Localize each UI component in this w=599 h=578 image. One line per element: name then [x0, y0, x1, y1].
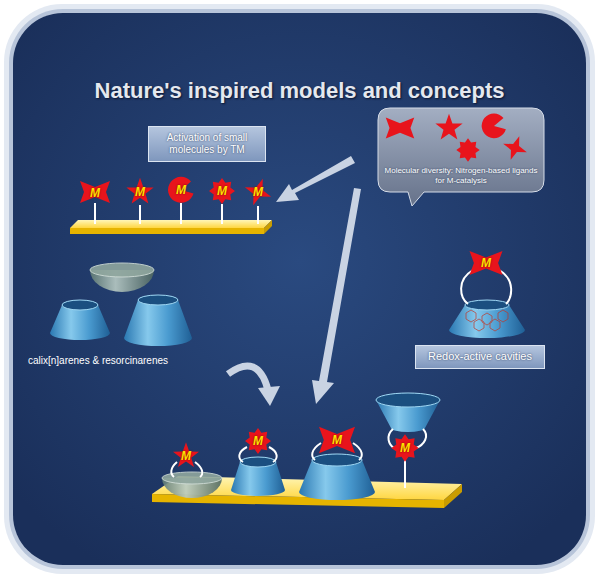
metal-symbol: M — [217, 184, 227, 198]
redox-cavity — [498, 310, 508, 322]
redox-cavity — [449, 300, 525, 338]
metal-symbol: M — [135, 185, 145, 199]
ligand-posts — [180, 203, 182, 224]
inverted-cone-complex — [404, 460, 406, 488]
metal-complexes-top — [126, 178, 153, 204]
cone-complex — [240, 457, 276, 467]
top-platform — [70, 220, 272, 234]
metal-symbol: M — [176, 183, 186, 197]
redox-cavity — [466, 310, 476, 322]
top-platform — [264, 220, 272, 234]
cone-complex — [239, 447, 247, 462]
process-box: Activation of small molecules by TM — [148, 126, 266, 162]
callout-outline — [378, 108, 544, 206]
cone-complex — [299, 427, 375, 500]
redox-cavity — [449, 251, 525, 338]
calixarene-cone — [124, 295, 192, 346]
bowl-complex — [195, 462, 202, 477]
cone-complex — [231, 457, 285, 496]
redox-cavity — [465, 300, 509, 310]
arrows — [228, 156, 361, 406]
metal-complexes-top — [240, 174, 276, 210]
bowl-complex — [173, 442, 199, 467]
top-platform — [70, 220, 272, 228]
calixarene-cone — [124, 295, 192, 346]
metal-symbol: M — [481, 256, 491, 270]
redox-cavity — [461, 270, 473, 304]
metal-symbol: M — [181, 449, 191, 463]
metal-complexes-top — [209, 178, 235, 204]
redox-cavity — [474, 319, 484, 331]
redox-cavity — [499, 270, 511, 304]
resorcinarene-bowl — [90, 263, 154, 277]
ligand-posts — [257, 206, 259, 224]
inverted-cone-complex — [376, 393, 440, 407]
ligand-posts — [221, 204, 223, 224]
inverted-cone-complex — [376, 393, 440, 432]
arrows — [276, 156, 355, 202]
cone-complex — [299, 454, 375, 500]
callout-outline — [378, 108, 544, 206]
node-text: Molecular diversity: Nitrogen-based liga… — [384, 166, 538, 185]
diagram-title: Nature's inspired models and concepts — [0, 78, 599, 104]
cone-complex — [312, 454, 362, 466]
ligand-posts — [94, 203, 96, 224]
calixarene-cone — [50, 300, 110, 340]
inverted-cone-complex — [416, 429, 426, 448]
calixarene-cone — [50, 300, 110, 340]
metal-symbol: M — [90, 186, 100, 200]
callout-bubble: Molecular diversity: Nitrogen-based liga… — [378, 108, 544, 206]
metal-symbol: M — [400, 441, 410, 455]
process-box: Redox-active cavities — [415, 345, 545, 369]
bowl-complex — [171, 462, 177, 477]
redox-cavity — [490, 319, 500, 331]
metal-complexes-top — [80, 174, 276, 210]
redox-cavity — [470, 251, 503, 275]
bottom-platform — [444, 484, 462, 508]
cone-complex — [269, 447, 277, 462]
metal-complexes-top — [168, 177, 193, 203]
metal-symbol: M — [253, 185, 263, 199]
calixarene-cone — [62, 300, 98, 310]
bowl-complex — [162, 442, 222, 498]
redox-cavity — [466, 310, 508, 331]
calixarene-cone — [138, 295, 178, 305]
arrows — [312, 188, 361, 404]
metal-symbol: M — [253, 434, 263, 448]
resorcinarene-bowl — [90, 263, 154, 292]
metal-complexes-top — [80, 181, 110, 203]
arrows — [228, 366, 268, 390]
cone-complex — [245, 428, 271, 454]
inverted-cone-complex — [391, 434, 418, 461]
inverted-cone-complex — [376, 393, 440, 488]
node-text: Redox-active cavities — [428, 350, 532, 363]
ligand-posts — [95, 203, 258, 224]
node-text: Activation of small molecules by TM — [154, 132, 260, 156]
inverted-cone-complex — [388, 429, 394, 448]
cone-complex — [231, 428, 285, 496]
ligand-posts — [139, 205, 141, 224]
top-platform — [70, 228, 264, 234]
cone-complex — [319, 427, 355, 453]
arrows — [258, 386, 280, 406]
metal-symbol: M — [332, 433, 342, 447]
group-label: calix[n]arenes & resorcinarenes — [28, 355, 168, 366]
